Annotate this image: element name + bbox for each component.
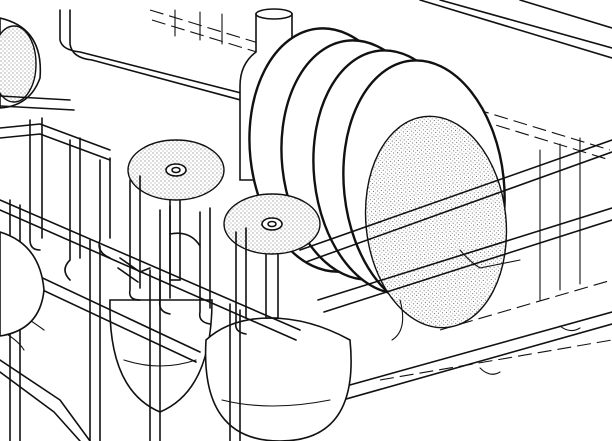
background-bowl (0, 18, 40, 108)
left-glass-bowl (0, 232, 44, 336)
plate-stack (238, 20, 517, 334)
